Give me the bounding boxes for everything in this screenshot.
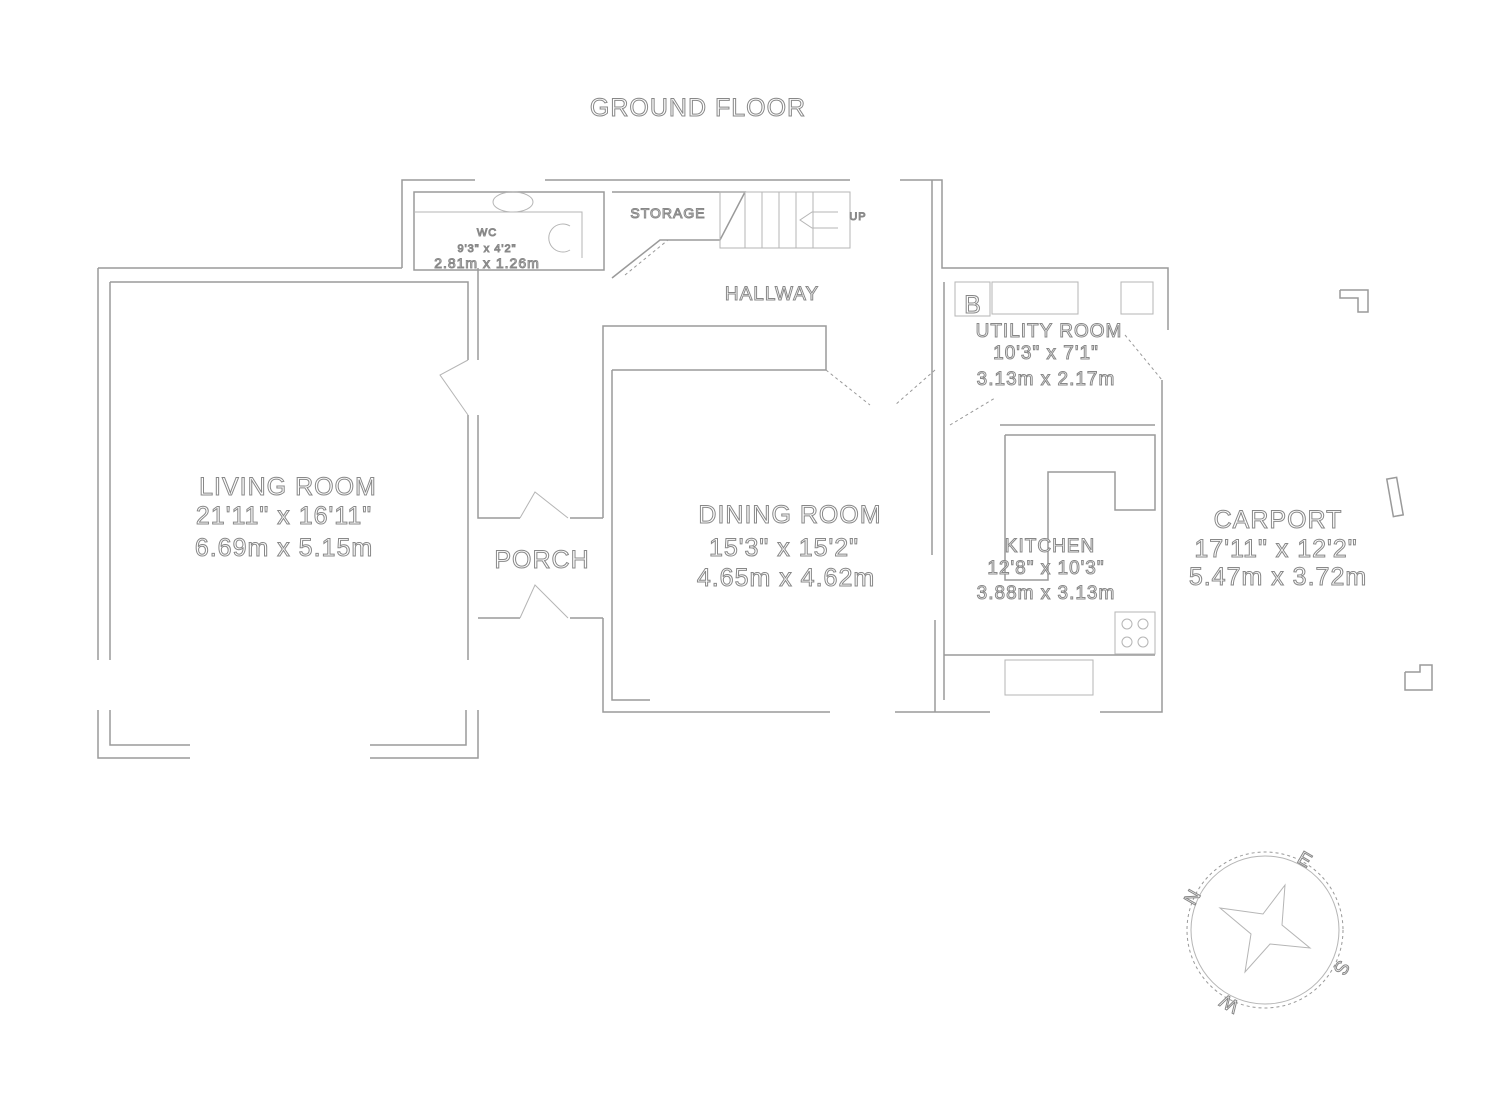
dining-name: DINING ROOM <box>698 501 881 529</box>
living-name: LIVING ROOM <box>199 473 377 501</box>
compass-star-icon <box>1218 883 1312 974</box>
walls <box>97 179 1433 759</box>
utility-boiler: B <box>964 291 982 319</box>
kitchen-imperial: 12'8" x 10'3" <box>987 558 1104 579</box>
storage-name: STORAGE <box>630 205 705 221</box>
utility-imperial: 10'3" x 7'1" <box>993 343 1099 364</box>
living-imperial: 21'11" x 16'11" <box>196 502 372 530</box>
compass-e: E <box>1294 848 1316 873</box>
stairs-up-label: UP <box>849 211 866 223</box>
carport-imperial: 17'11" x 12'2" <box>1194 535 1357 563</box>
porch-name: PORCH <box>494 546 589 574</box>
carport-metric: 5.47m x 3.72m <box>1189 563 1367 591</box>
carport-name: CARPORT <box>1214 506 1343 534</box>
room-labels: WC 9'3" x 4'2" 2.81m x 1.26m STORAGE UP … <box>194 205 1367 605</box>
living-metric: 6.69m x 5.15m <box>195 534 373 562</box>
kitchen-metric: 3.88m x 3.13m <box>977 583 1116 604</box>
compass-s: S <box>1328 957 1353 979</box>
dining-imperial: 15'3" x 15'2" <box>709 534 859 562</box>
utility-name: UTILITY ROOM <box>976 321 1123 342</box>
compass: N E S W <box>1180 847 1354 1017</box>
hallway-name: HALLWAY <box>725 284 819 305</box>
compass-n: N <box>1180 886 1206 909</box>
kitchen-name: KITCHEN <box>1005 536 1095 557</box>
utility-metric: 3.13m x 2.17m <box>977 369 1116 390</box>
floor-title: GROUND FLOOR <box>590 94 806 122</box>
wc-metric: 2.81m x 1.26m <box>434 255 540 271</box>
dining-metric: 4.65m x 4.62m <box>697 564 875 592</box>
wc-name: WC <box>477 227 497 239</box>
wc-imperial: 9'3" x 4'2" <box>457 243 516 255</box>
staircase <box>719 191 851 249</box>
